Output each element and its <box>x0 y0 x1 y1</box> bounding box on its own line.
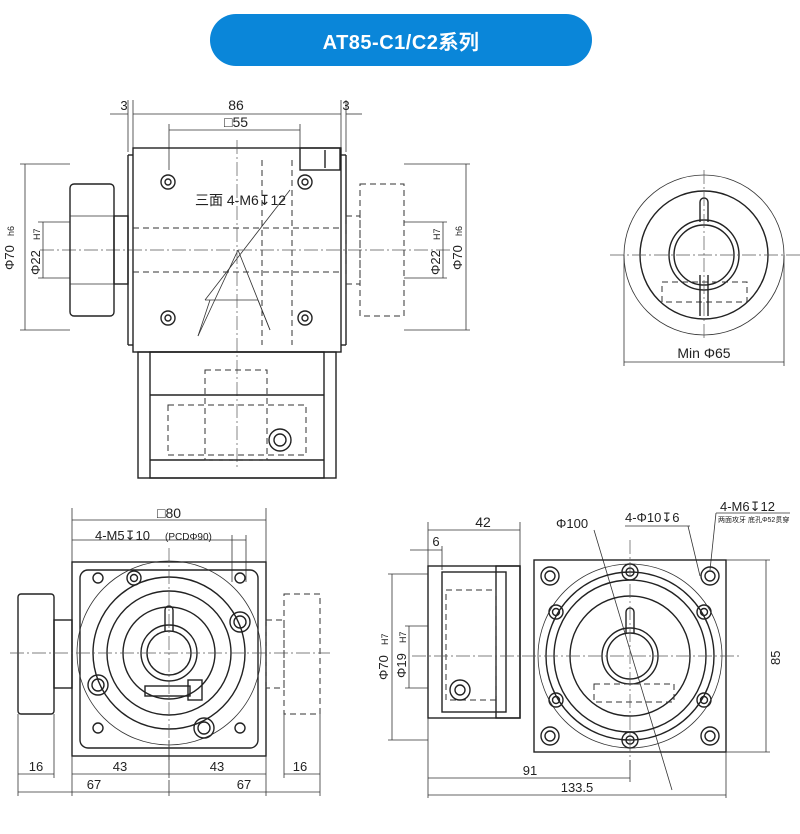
dim-phi19: Φ19 <box>394 653 409 678</box>
front-view: 3 86 3 □55 三面 4-M6↧12 <box>2 97 470 479</box>
dim-phi70-left: Φ70 <box>2 245 17 270</box>
dim-3-left: 3 <box>120 98 127 113</box>
bottom-left-view: □80 4-M5↧10 (PCDΦ90) <box>10 505 330 796</box>
dim-phi22-left: Φ22 <box>28 250 43 275</box>
note-4-phi10-6: 4-Φ10↧6 <box>625 510 680 525</box>
dim-91: 91 <box>523 763 537 778</box>
dim-phi70-right: Φ70 <box>450 245 465 270</box>
dim-3-right: 3 <box>342 98 349 113</box>
dim-square-80: □80 <box>157 505 181 521</box>
title-text: AT85-C1/C2系列 <box>322 31 480 54</box>
dim-phi70-br: Φ70 <box>376 655 391 680</box>
dim-phi70-left-tol: h6 <box>6 226 16 236</box>
dim-phi70-br-tol: H7 <box>380 633 390 645</box>
title-banner: AT85-C1/C2系列 <box>210 14 592 66</box>
dim-43-right: 43 <box>210 759 224 774</box>
note-pcd-90: (PCDΦ90) <box>165 532 212 543</box>
dim-16-left: 16 <box>29 759 43 774</box>
dim-16-right: 16 <box>293 759 307 774</box>
dim-86: 86 <box>228 97 244 113</box>
dim-square-55: □55 <box>224 114 248 130</box>
dim-phi100: Φ100 <box>556 516 588 531</box>
dim-67-right: 67 <box>237 777 251 792</box>
note-4-m6-12-br: 4-M6↧12 <box>720 499 775 514</box>
note-4-m6-12: 三面 4-M6↧12 <box>195 192 286 208</box>
dim-phi19-tol: H7 <box>398 631 408 643</box>
note-small: 两面攻牙 底孔Φ52贯穿 <box>718 515 789 524</box>
dim-phi22-right-tol: H7 <box>432 228 442 240</box>
dim-85: 85 <box>768 651 783 665</box>
dim-6: 6 <box>432 534 439 549</box>
note-4-m5-10: 4-M5↧10 <box>95 528 150 543</box>
end-view: Min Φ65 <box>610 170 800 366</box>
dim-min-phi65: Min Φ65 <box>677 345 730 361</box>
dim-67-left: 67 <box>87 777 101 792</box>
dim-43-left: 43 <box>113 759 127 774</box>
dim-phi70-right-tol: h6 <box>454 226 464 236</box>
dim-133-5: 133.5 <box>561 780 594 795</box>
bottom-right-view: 42 6 Φ100 4-Φ10↧6 4-M6↧12 两面攻牙 底孔Φ52贯穿 <box>376 499 790 798</box>
dim-42: 42 <box>475 514 491 530</box>
dim-phi22-left-tol: H7 <box>32 228 42 240</box>
dim-phi22-right: Φ22 <box>428 250 443 275</box>
